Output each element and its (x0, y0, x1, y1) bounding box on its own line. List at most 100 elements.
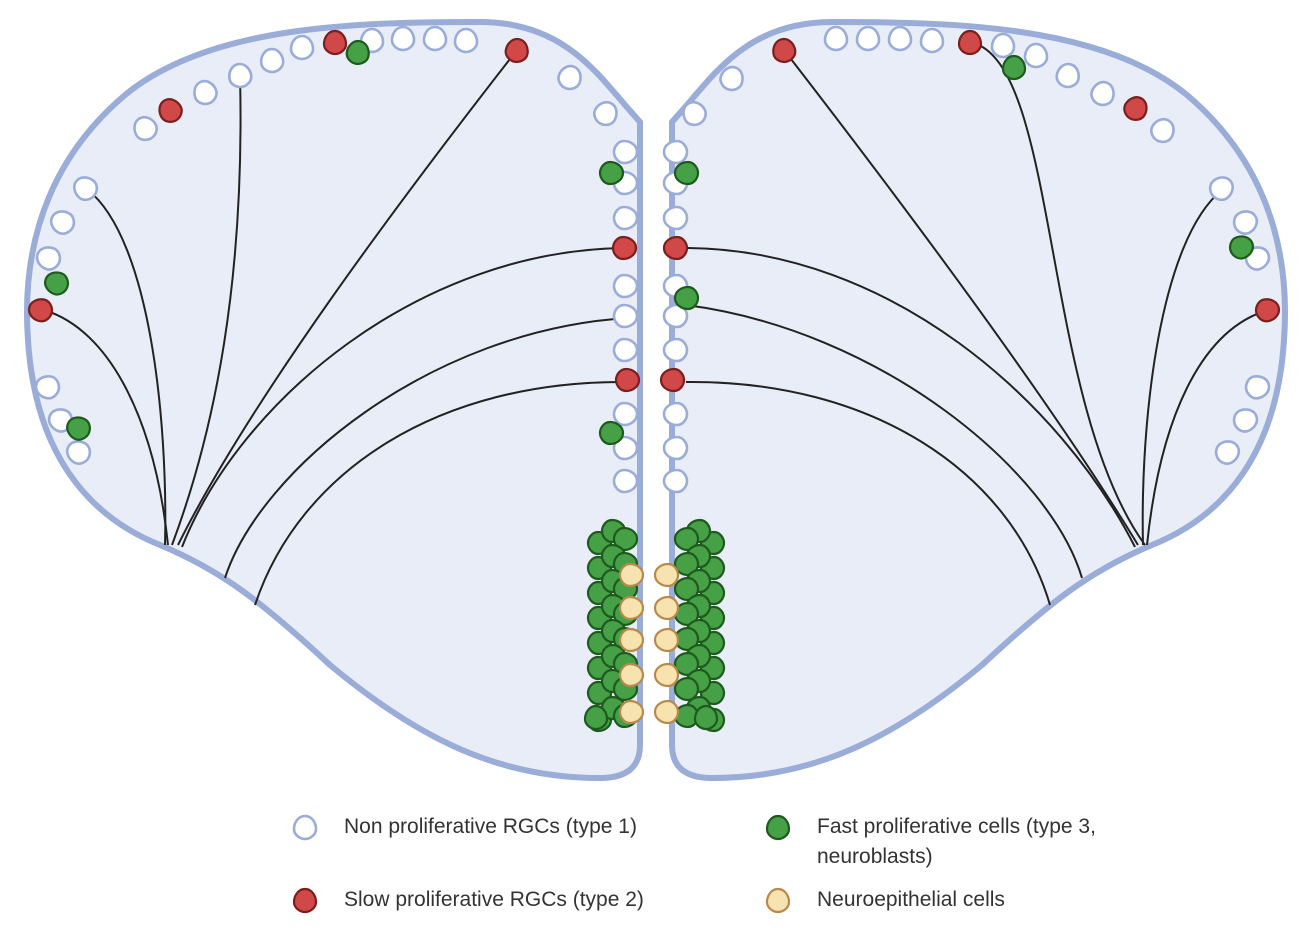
type3-cell-icon (673, 651, 700, 677)
type1-cell-icon (390, 25, 416, 52)
type1-cell-icon (662, 337, 689, 363)
type3-cell-icon (44, 271, 70, 296)
type1-cell-icon (719, 65, 744, 92)
radial-glia-fiber (685, 380, 1051, 606)
type1-cell-icon (682, 100, 707, 127)
type3-cell-icon (693, 704, 719, 731)
legend-item-type1: Non proliferative RGCs (type 1) (290, 812, 637, 842)
neuroepithelial-cell-icon (618, 662, 645, 688)
type3-cell-icon (598, 160, 625, 186)
type1-cell-icon (292, 814, 318, 841)
type1-cell-icon (823, 25, 849, 52)
legend-item-type3: Fast proliferative cells (type 3, neurob… (763, 812, 1123, 872)
type3-cell-icon (673, 626, 700, 652)
type3-cell-icon (598, 420, 625, 446)
type1-cell-icon (612, 273, 639, 299)
legend-label-type2: Slow proliferative RGCs (type 2) (344, 888, 644, 911)
type1-cell-icon (1232, 408, 1259, 433)
type3-cell-icon (66, 416, 91, 441)
type1-cell-icon (259, 47, 285, 74)
type1-cell-icon (1150, 117, 1175, 144)
type3-cell-icon (345, 39, 370, 66)
type3-cell-icon (673, 160, 700, 186)
type1-cell-icon (73, 176, 99, 202)
radial-glia-fiber (177, 49, 518, 546)
type3-cell-icon (583, 704, 609, 731)
type1-cell-icon (34, 375, 61, 400)
type2-cell-icon (772, 37, 797, 64)
type1-cell-icon (1090, 80, 1115, 107)
telencephalon-diagram (24, 19, 1288, 781)
type2-cell-icon (1123, 96, 1148, 121)
type1-cell-icon (1055, 62, 1080, 89)
type2-cell-icon (662, 235, 689, 261)
type3-cell-icon (673, 285, 700, 311)
type2-cell-icon (27, 298, 54, 323)
radial-glia-fiber (1146, 309, 1269, 546)
type2-cell-icon (322, 29, 348, 56)
radial-glia-fiber (171, 74, 242, 546)
neuroepithelial-cell-icon (618, 595, 645, 621)
legend-label-neuroepithelial: Neuroepithelial cells (817, 888, 1005, 911)
type1-cell-icon (1232, 210, 1259, 235)
neuroepithelial-cell-icon (618, 627, 645, 653)
radial-glia-fiber (224, 317, 629, 579)
type1-cell-icon (990, 32, 1016, 59)
type1-cell-icon (662, 205, 689, 231)
type1-cell-icon (35, 246, 62, 271)
type1-cell-icon (289, 34, 315, 61)
type1-cell-icon (49, 210, 76, 235)
type2-cell-icon (957, 29, 983, 56)
type2-cell-icon (614, 367, 641, 393)
radial-glia-fiber (87, 189, 167, 546)
type1-cell-icon (228, 62, 253, 89)
type2-cell-icon (1254, 298, 1281, 323)
type1-cell-icon (855, 25, 881, 52)
radial-glia-fiber (685, 304, 1083, 579)
legend-label-type1: Non proliferative RGCs (type 1) (344, 815, 637, 838)
neuroepithelial-cell-icon (765, 887, 791, 914)
type1-cell-icon (422, 25, 448, 52)
type3-cell-icon (673, 551, 700, 577)
radial-glia-fiber (254, 380, 629, 606)
neuroepithelial-cell-icon (653, 627, 680, 653)
type3-cell-icon (673, 601, 700, 627)
left-hemisphere-outline (24, 19, 643, 781)
type1-cell-icon (662, 435, 689, 461)
neuroepithelial-cell-icon (653, 562, 680, 588)
type1-cell-icon (1214, 440, 1241, 465)
right-hemisphere-outline (669, 19, 1288, 781)
type1-cell-icon (919, 27, 945, 54)
type1-cell-icon (1244, 375, 1271, 400)
type1-cell-icon (612, 205, 639, 231)
legend-label-type3: Fast proliferative cells (type 3, neurob… (817, 815, 1096, 868)
type1-cell-icon (593, 100, 618, 127)
type2-cell-icon (504, 37, 529, 64)
type1-cell-icon (65, 440, 92, 465)
type2-cell-icon (659, 367, 686, 393)
type1-cell-icon (662, 139, 689, 165)
type2-cell-icon (158, 98, 183, 123)
type1-cell-icon (1208, 176, 1234, 202)
radial-glia-fiber (181, 247, 626, 548)
type3-cell-icon (612, 526, 639, 552)
type3-cell-icon (673, 526, 700, 552)
type1-cell-icon (662, 468, 689, 494)
type1-cell-icon (557, 64, 582, 91)
radial-glia-fiber (1141, 189, 1223, 546)
radial-glia-fiber (43, 309, 169, 546)
radial-glia-fiber (969, 41, 1146, 546)
legend-item-type2: Slow proliferative RGCs (type 2) (290, 885, 644, 915)
type3-cell-icon (673, 676, 700, 702)
type3-cell-icon (673, 576, 700, 602)
type2-cell-icon (611, 235, 638, 261)
type1-cell-icon (612, 435, 639, 461)
neuroepithelial-cell-icon (653, 595, 680, 621)
type3-cell-icon (1001, 54, 1027, 81)
type1-cell-icon (662, 401, 689, 427)
type1-cell-icon (887, 25, 913, 52)
type1-cell-icon (193, 79, 218, 106)
type1-cell-icon (133, 115, 158, 142)
type1-cell-icon (612, 401, 639, 427)
type1-cell-icon (662, 303, 689, 329)
